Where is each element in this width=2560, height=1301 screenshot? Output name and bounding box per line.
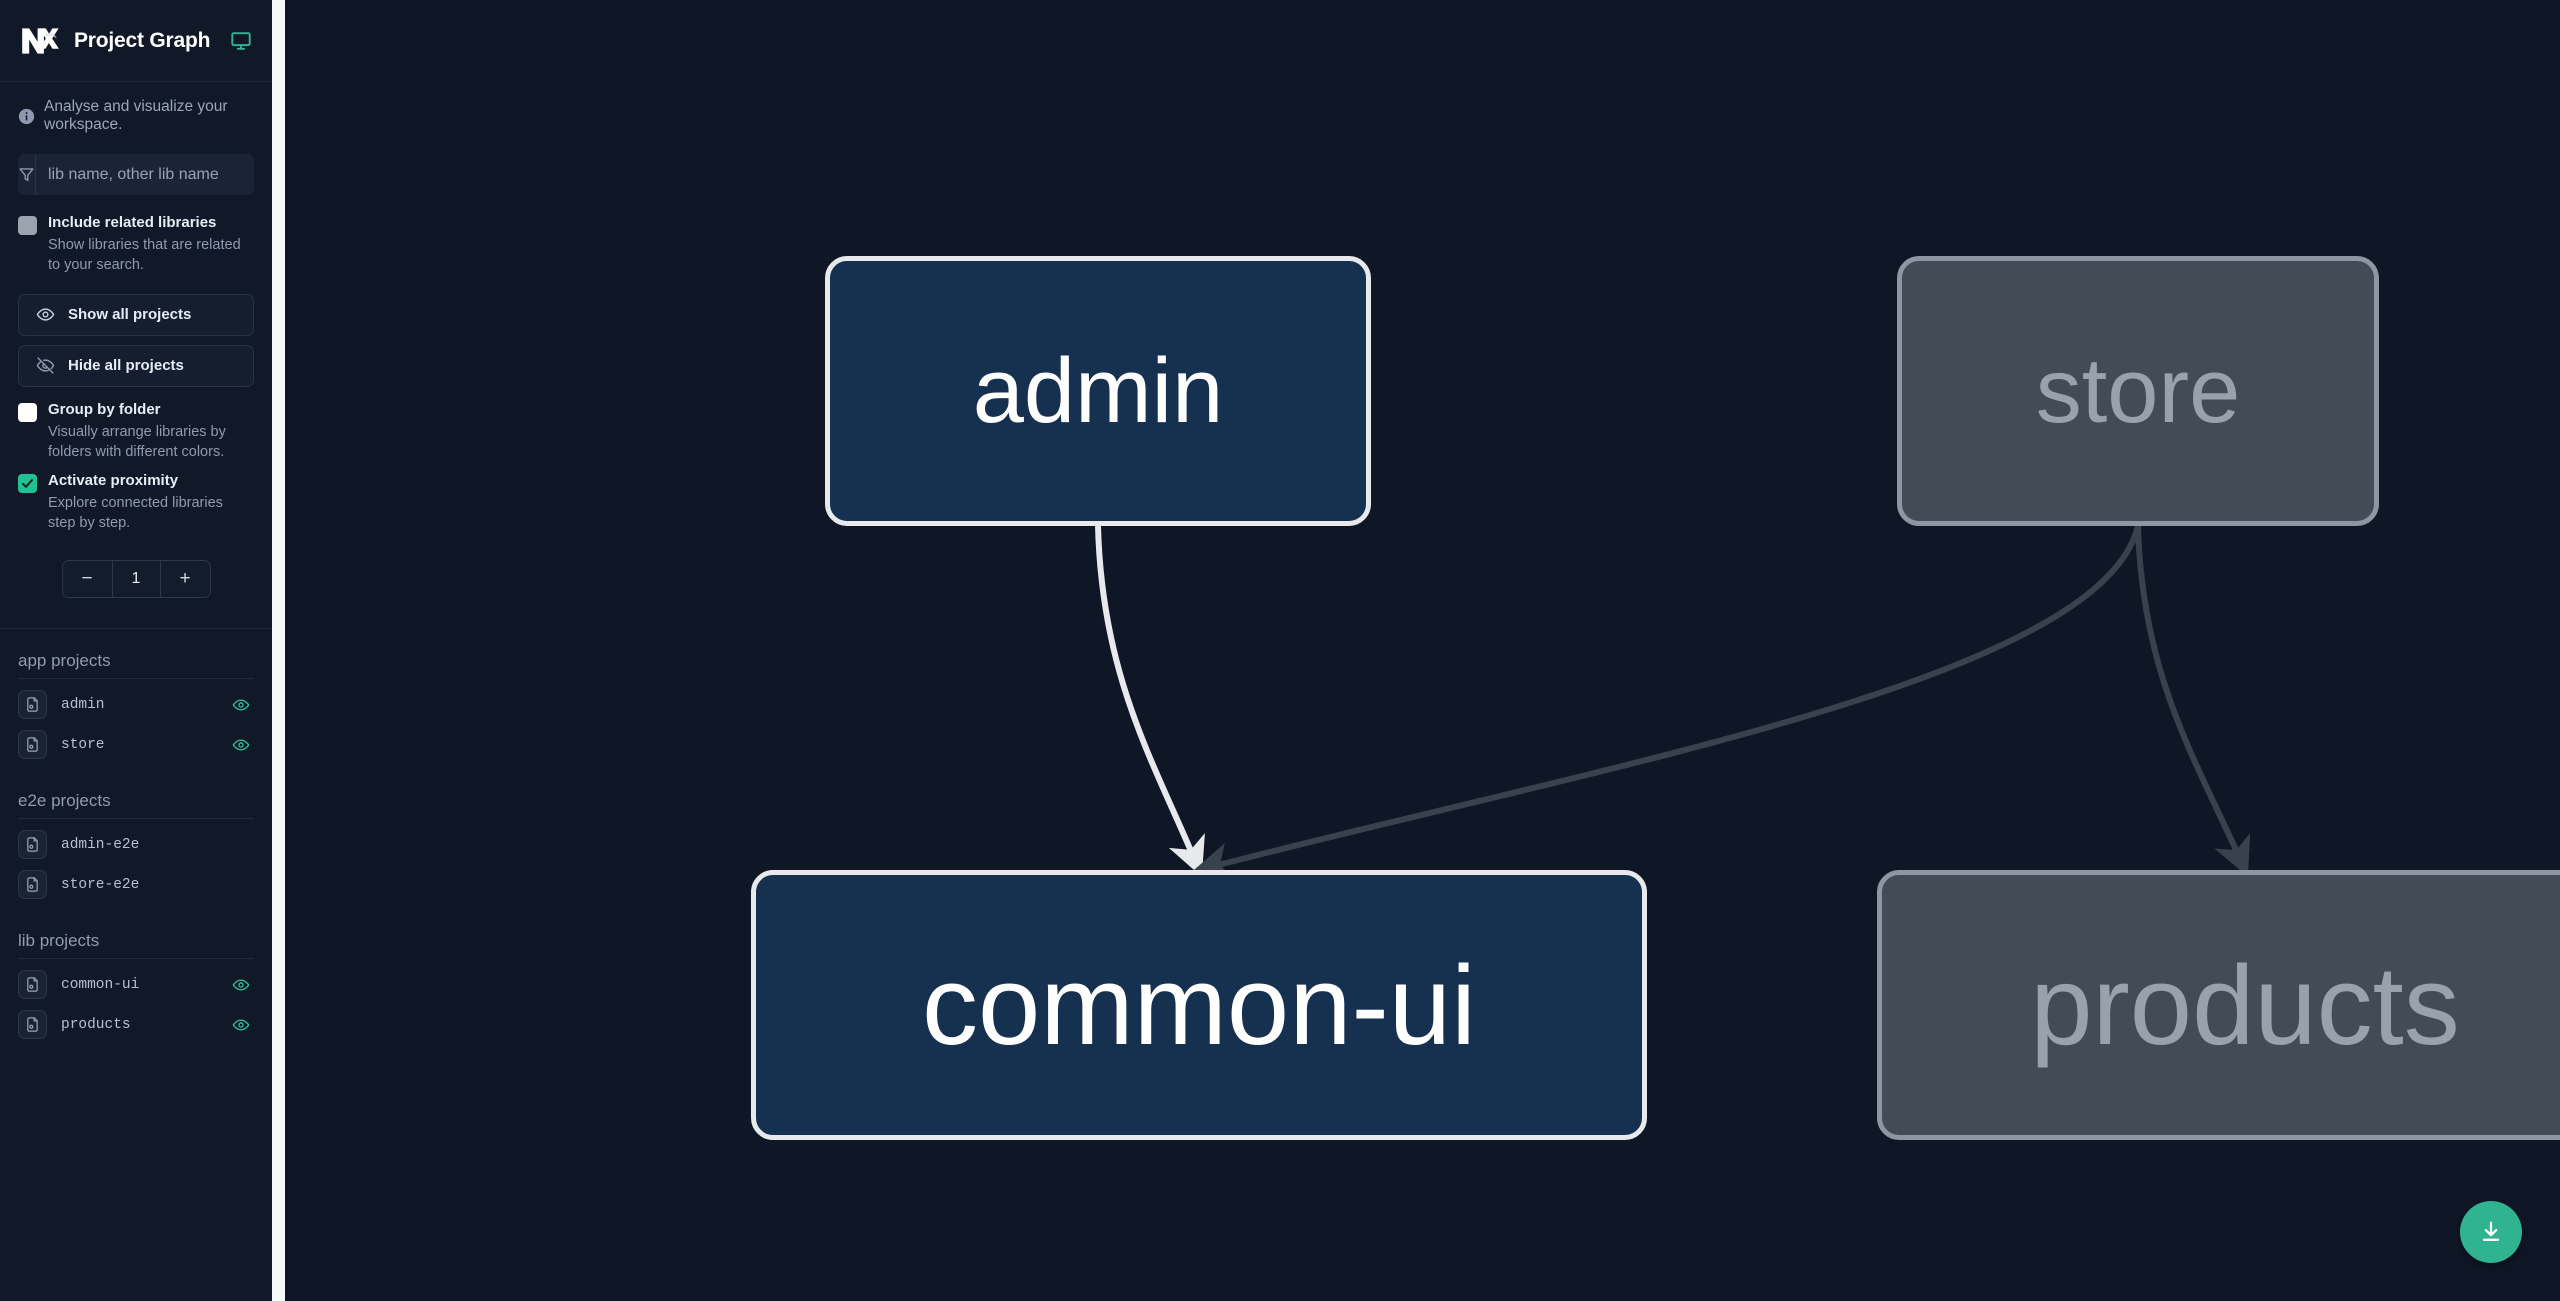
graph-edge-store-to-common-ui (1191, 525, 2141, 881)
download-icon (2478, 1219, 2504, 1245)
project-file-icon (18, 830, 47, 860)
project-name: products (61, 1016, 131, 1033)
sidebar: Project Graph Analyse and visualize your… (0, 0, 272, 1301)
project-file-icon (18, 730, 47, 760)
sidebar-scroll-area: Include related libraries Show libraries… (0, 148, 272, 1301)
hide-all-projects-button[interactable]: Hide all projects (18, 344, 254, 387)
eye-visible-icon[interactable] (232, 696, 250, 714)
option-description: Visually arrange libraries by folders wi… (48, 423, 226, 461)
graph-node-products[interactable]: products (1877, 870, 2560, 1140)
proximity-increment-button[interactable]: + (160, 560, 210, 597)
option-label: Include related libraries (48, 214, 217, 231)
project-list-item-products[interactable]: products (18, 1005, 254, 1045)
project-list-item-admin-e2e[interactable]: admin-e2e (18, 825, 254, 865)
project-group-title: app projects (18, 651, 254, 679)
graph-canvas[interactable]: admin store common-ui products (285, 0, 2560, 1301)
eye-icon (36, 305, 55, 324)
project-group-title: e2e projects (18, 791, 254, 819)
project-list-item-admin[interactable]: admin (18, 685, 254, 725)
graph-node-label: admin (972, 339, 1224, 442)
visibility-buttons: Show all projects Hide all projects (18, 293, 254, 387)
graph-node-label: common-ui (922, 942, 1476, 1068)
download-graph-button[interactable] (2460, 1201, 2522, 1263)
option-include-related-libraries[interactable]: Include related libraries Show libraries… (18, 209, 254, 280)
info-icon (18, 108, 35, 125)
check-icon (22, 478, 33, 488)
project-file-icon (18, 1010, 47, 1040)
proximity-value: 1 (111, 560, 161, 597)
tagline-text: Analyse and visualize your workspace. (44, 98, 228, 133)
project-name: common-ui (61, 976, 140, 993)
project-file-icon (18, 970, 47, 1000)
option-description: Explore connected libraries step by step… (48, 494, 223, 532)
project-name: admin-e2e (61, 836, 140, 853)
eye-visible-icon[interactable] (232, 736, 250, 754)
eye-placeholder (232, 876, 250, 894)
option-label: Group by folder (48, 400, 161, 418)
nx-logo-icon (18, 20, 60, 62)
tagline: Analyse and visualize your workspace. (0, 82, 272, 148)
show-all-projects-button[interactable]: Show all projects (18, 293, 254, 336)
project-name: admin (61, 696, 105, 713)
project-list-item-store[interactable]: store (18, 725, 254, 765)
option-activate-proximity[interactable]: Activate proximity Explore connected lib… (18, 467, 254, 538)
project-name: store (61, 736, 105, 753)
graph-node-label: products (2030, 942, 2460, 1068)
project-file-icon (18, 690, 47, 720)
eye-visible-icon[interactable] (232, 976, 250, 994)
project-list-item-store-e2e[interactable]: store-e2e (18, 865, 254, 905)
project-group-title: lib projects (18, 931, 254, 959)
project-list-item-common-ui[interactable]: common-ui (18, 965, 254, 1005)
graph-node-admin[interactable]: admin (825, 256, 1371, 526)
search-field-wrapper[interactable] (18, 154, 254, 195)
search-input[interactable] (36, 154, 254, 195)
graph-edges (1095, 525, 2251, 881)
project-group: app projects admin store (18, 651, 254, 765)
graph-node-store[interactable]: store (1897, 256, 2379, 526)
option-label: Activate proximity (48, 471, 179, 489)
project-file-icon (18, 870, 47, 900)
proximity-stepper: − 1 + (18, 559, 254, 598)
group-by-folder-checkbox[interactable] (18, 402, 37, 422)
sidebar-controls: Include related libraries Show libraries… (0, 148, 272, 629)
eye-off-icon (36, 356, 55, 375)
graph-edge-store-to-products (2135, 525, 2251, 877)
project-name: store-e2e (61, 876, 140, 893)
graph-node-label: store (2035, 339, 2241, 442)
graph-edge-admin-to-common-ui (1095, 525, 1205, 877)
sidebar-header: Project Graph (0, 0, 272, 82)
eye-visible-icon[interactable] (232, 1016, 250, 1034)
page-title: Project Graph (74, 28, 211, 52)
proximity-decrement-button[interactable]: − (62, 560, 112, 597)
activate-proximity-checkbox[interactable] (18, 473, 37, 493)
include-related-libraries-checkbox[interactable] (18, 216, 37, 235)
project-group: lib projects common-ui products (18, 931, 254, 1045)
option-description: Show libraries that are related to your … (48, 236, 241, 274)
graph-node-common-ui[interactable]: common-ui (751, 870, 1647, 1140)
project-group: e2e projects admin-e2e store-e2e (18, 791, 254, 905)
filter-funnel-icon (18, 154, 36, 195)
sidebar-scrollbar[interactable] (272, 0, 285, 1301)
monitor-icon[interactable] (224, 30, 252, 52)
project-groups: app projects admin store e2e projects ad… (0, 629, 272, 1089)
show-all-projects-label: Show all projects (68, 306, 192, 324)
option-group-by-folder[interactable]: Group by folder Visually arrange librari… (18, 396, 254, 467)
eye-placeholder (232, 836, 250, 854)
hide-all-projects-label: Hide all projects (68, 357, 184, 375)
